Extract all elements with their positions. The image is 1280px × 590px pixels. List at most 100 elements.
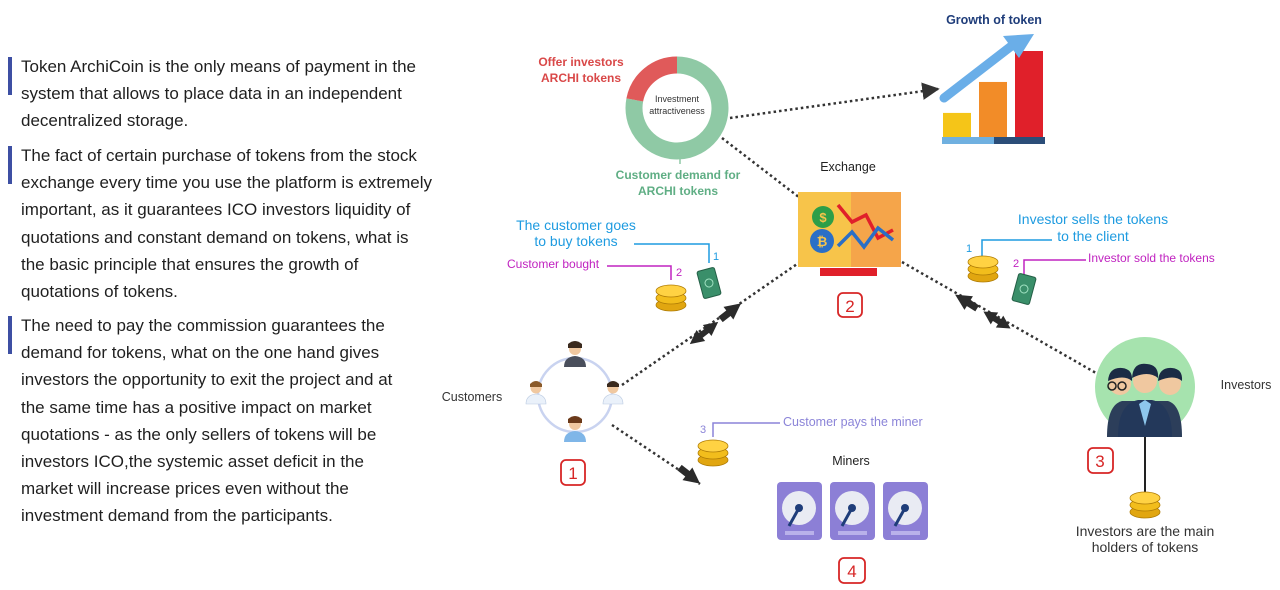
banknote-icon	[696, 267, 722, 299]
offer-investors-label: ARCHI tokens	[541, 71, 621, 85]
investor-sells-label: to the client	[1057, 228, 1129, 244]
paragraph-line: investors ICO,the systemic asset deficit…	[21, 452, 364, 472]
customer-pays-step-number: 3	[700, 424, 706, 436]
miners-title: Miners	[832, 454, 870, 468]
investor-step-number: 1	[966, 243, 972, 255]
paragraph-line: quotations - as the only sellers of toke…	[21, 424, 377, 444]
customer-buy-annotation: The customer goes to buy tokens 1 Custom…	[507, 217, 742, 345]
exchange-node: Exchange $ ₿ 2	[798, 160, 901, 318]
investment-donut: Investment attractiveness Offer investor…	[538, 55, 740, 198]
customer-pays-annotation: Customer pays the miner 3	[677, 415, 923, 484]
customers-number: 1	[568, 464, 577, 483]
paragraph-line: important, as it guarantees ICO investor…	[21, 200, 411, 220]
paragraph-line: demand for tokens, what on the one hand …	[21, 343, 380, 363]
customers-title: Customers	[442, 390, 502, 404]
paragraph-line: system that allows to place data in an i…	[21, 84, 402, 104]
paragraph-accent-bar	[8, 146, 12, 184]
coin-stack-icon	[655, 284, 687, 312]
exchange-stand	[820, 268, 877, 276]
paragraph-line: Token ArchiCoin is the only means of pay…	[21, 57, 416, 76]
paragraph-line: The fact of certain purchase of tokens f…	[21, 146, 417, 165]
paragraph-line: decentralized storage.	[21, 111, 189, 131]
paragraph-line: exchange every time you use the platform…	[21, 173, 433, 193]
paragraph-line: investors the opportunity to exit the pr…	[21, 370, 393, 390]
growth-of-token-title: Growth of token	[946, 13, 1042, 27]
investors-node: Investors 3 Investors are the main holde…	[1076, 337, 1272, 555]
growth-bar	[943, 112, 971, 137]
paragraph-line: market will increase prices even without…	[21, 479, 349, 499]
hard-drive-icon	[883, 482, 928, 540]
coin-stack-icon	[697, 439, 729, 467]
paragraph-line: quotations and constant demand on tokens…	[21, 227, 409, 247]
exchange-to-investors-connector	[901, 260, 1097, 375]
bitcoin-coin-icon	[810, 229, 834, 253]
paragraph-line: quotations of tokens.	[21, 282, 178, 302]
donut-center-label: attractiveness	[649, 106, 705, 116]
miners-number: 4	[847, 562, 856, 581]
paragraph-purchase-importance: The fact of certain purchase of tokens f…	[8, 142, 458, 305]
growth-bar	[1015, 51, 1043, 137]
investors-holders-label: holders of tokens	[1092, 539, 1199, 555]
paragraph-token-payment: Token ArchiCoin is the only means of pay…	[8, 53, 458, 135]
growth-chart-base	[994, 137, 1045, 144]
customer-pays-leader-line	[712, 422, 780, 437]
growth-bar	[979, 81, 1007, 137]
customers-number-badge	[560, 459, 586, 486]
miner-direction-arrow-icon	[677, 464, 701, 484]
coin-stack-icon	[1129, 491, 1161, 519]
exchange-title: Exchange	[820, 160, 876, 174]
customer-bought-label: Customer bought	[507, 257, 600, 271]
investor-sold-step-number: 2	[1013, 258, 1019, 270]
customer-bought-step-number: 2	[676, 267, 682, 279]
hard-drive-icon	[777, 482, 822, 540]
investors-title: Investors	[1221, 378, 1272, 392]
customer-step-number: 1	[713, 251, 719, 263]
customer-person-icon	[564, 341, 586, 367]
paragraph-line: the basic principle that ensures the gro…	[21, 254, 359, 274]
investor-sold-leader-line	[1023, 259, 1086, 275]
paragraph-accent-bar	[8, 57, 12, 95]
exchange-blue-trend-icon	[836, 225, 895, 250]
investor-sells-leader-line	[981, 239, 1052, 257]
customer-person-icon	[602, 381, 624, 405]
customer-goes-label: to buy tokens	[534, 233, 617, 249]
growth-arrow-icon	[939, 39, 1019, 103]
growth-chart-base	[942, 137, 994, 144]
dollar-coin-icon	[812, 206, 834, 228]
customer-goes-leader-line	[634, 243, 710, 263]
donut-segment-offer	[626, 56, 678, 103]
donut-center-label: Investment	[655, 94, 700, 104]
paragraph-line: investment demand from the participants.	[21, 506, 333, 526]
exchange-number-badge	[837, 292, 863, 318]
investor-sell-annotation: Investor sells the tokens to the client …	[955, 211, 1215, 329]
investors-number-badge	[1087, 447, 1114, 474]
customer-demand-label: ARCHI tokens	[638, 184, 718, 198]
two-way-arrow-icon	[689, 321, 719, 345]
customer-goes-label: The customer goes	[516, 217, 636, 233]
exchange-red-trend-icon	[836, 203, 894, 241]
customers-node: Customers 1	[442, 341, 624, 486]
investor-sells-label: Investor sells the tokens	[1018, 211, 1168, 227]
donut-segment-demand	[625, 56, 729, 160]
investor-sold-label: Investor sold the tokens	[1088, 251, 1215, 265]
paragraph-line: the same time has a positive impact on m…	[21, 397, 372, 417]
hard-drive-icon	[830, 482, 875, 540]
growth-of-token-chart: Growth of token	[939, 13, 1045, 144]
customer-pays-label: Customer pays the miner	[783, 415, 923, 429]
exchange-direction-arrow-icon	[955, 294, 980, 312]
two-way-arrow-icon	[983, 311, 1011, 329]
exchange-number: 2	[845, 297, 854, 316]
banknote-icon	[1011, 273, 1037, 305]
customer-person-icon	[564, 416, 586, 442]
growth-arrowhead-icon	[1003, 34, 1034, 58]
offer-investors-label: Offer investors	[538, 55, 624, 69]
customer-bought-leader-line	[607, 265, 672, 280]
customer-demand-label: Customer demand for	[616, 168, 741, 182]
exchange-direction-arrow-icon	[718, 303, 742, 323]
investors-holders-label: Investors are the main	[1076, 523, 1215, 539]
paragraph-line: The need to pay the commission guarantee…	[21, 316, 385, 335]
miners-node: Miners 4	[777, 454, 928, 584]
investors-number: 3	[1095, 452, 1104, 471]
donut-to-growth-connector	[729, 82, 940, 120]
